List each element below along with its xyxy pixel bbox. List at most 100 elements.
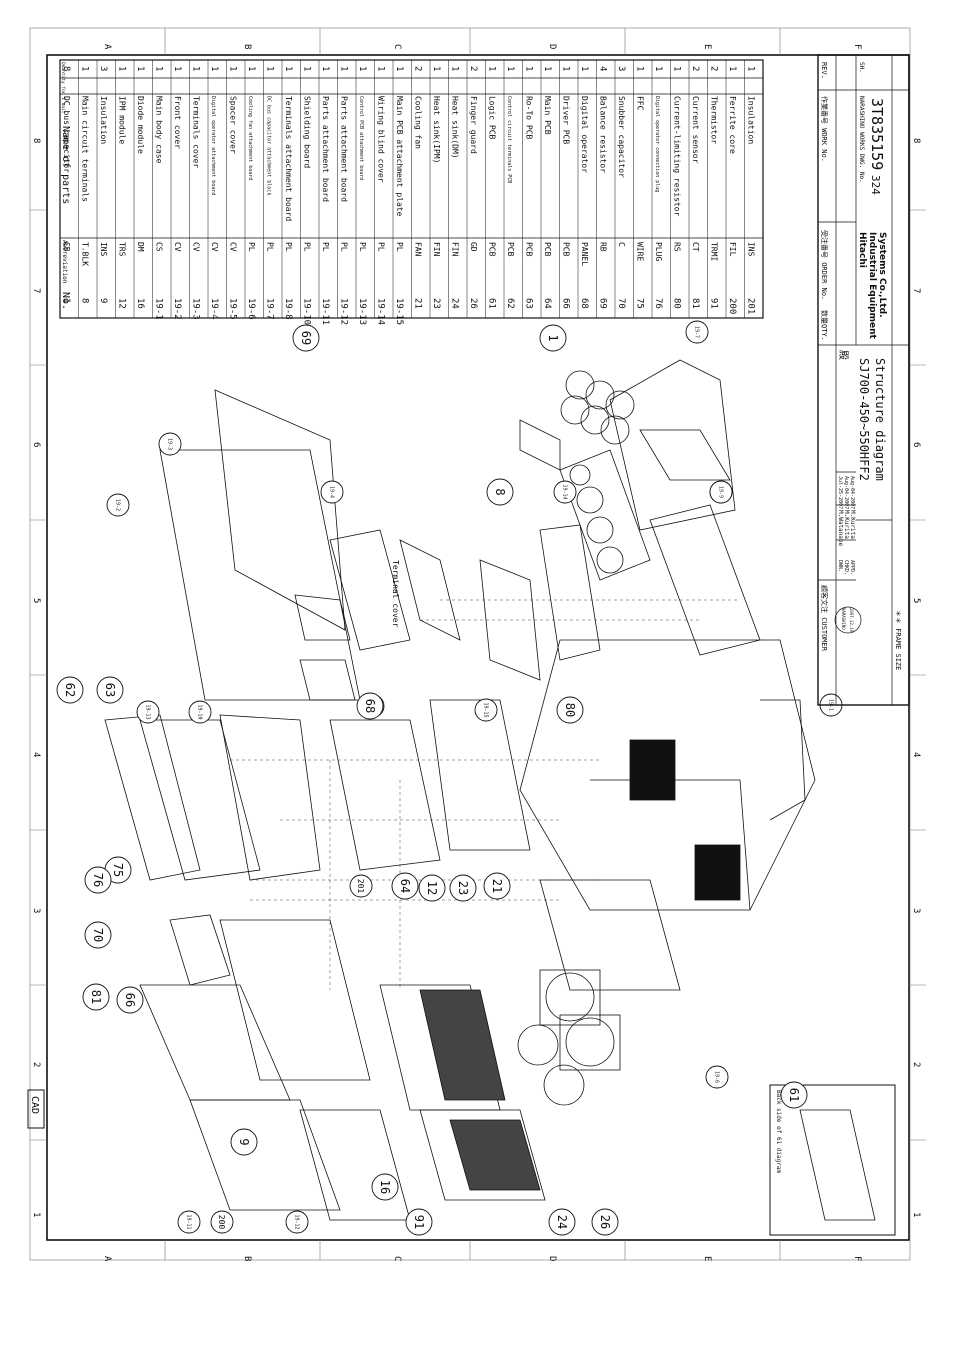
callout-label: 61 (787, 1088, 801, 1102)
parts-cell-name: Logic PCB (488, 96, 497, 140)
callout-70: 70 (84, 921, 112, 949)
header-qty: Quantity for 1 unit (60, 62, 66, 114)
appd-date: Aug-04-2007 (849, 476, 855, 509)
order-label: 受注番号 ORDER No. (820, 230, 829, 300)
parts-cell-name: Main circuit terminals (81, 96, 90, 202)
parts-cell-no: 19-2 (172, 298, 182, 320)
parts-cell-name: Snubber capacitor (617, 96, 626, 178)
parts-cell-qty: 1 (302, 66, 312, 71)
callout-16: 16 (371, 1173, 399, 1201)
parts-cell-qty: 1 (154, 66, 164, 71)
parts-cell-abbr: PL (247, 242, 256, 252)
callout-19-9: 19-9 (709, 480, 733, 504)
parts-header: No. Abbreviation Name of parts Quantity … (60, 62, 71, 310)
header-abbr: Abbreviation (61, 240, 68, 284)
callout-label: 12 (425, 881, 439, 895)
zone-number-left: 6 (31, 442, 41, 447)
parts-cell-no: 1 (61, 298, 71, 303)
parts-cell-qty: 3 (98, 66, 108, 71)
parts-cell-name: FFC (636, 96, 645, 111)
parts-cell-name: Wiring blind cover (377, 96, 386, 183)
callout-label: 76 (91, 873, 105, 887)
parts-cell-no: 19-1 (154, 298, 164, 320)
parts-cell-qty: 1 (394, 66, 404, 71)
callout-label: 19-9 (717, 486, 723, 498)
callout-label: 23 (456, 881, 470, 895)
callout-19-3: 19-3 (158, 432, 182, 456)
parts-cell-qty: 1 (228, 66, 238, 71)
callout-label: 201 (356, 879, 365, 894)
parts-cell-no: 21 (413, 298, 423, 309)
parts-cell-name: Terminals attachment board (284, 96, 293, 221)
parts-cell-abbr: FIL (728, 242, 737, 257)
callout-200: 200 (210, 1210, 234, 1234)
parts-cell-no: 19-13 (357, 298, 367, 325)
zone-number-right: 2 (911, 1062, 921, 1067)
parts-cell-abbr: PCB (562, 242, 571, 257)
zone-markers: A B C D E F A B C D E F 1 2 3 4 5 6 7 8 … (30, 28, 926, 1262)
callout-label: 81 (89, 990, 103, 1004)
callout-label: 80 (563, 703, 577, 717)
frame-size-label: ＊＊ FRAME SIZE (894, 610, 902, 670)
svg-text:2007.12.19: 2007.12.19 (849, 608, 854, 633)
parts-cell-abbr: CV (173, 242, 182, 252)
parts-cell-no: 201 (746, 298, 756, 314)
parts-cell-name: Current-limiting resistor (673, 96, 682, 217)
parts-cell-no: 69 (598, 298, 608, 309)
parts-cell-abbr: FIN (432, 242, 441, 257)
parts-cell-qty: 1 (487, 66, 497, 71)
zone-number-left: 2 (31, 1062, 41, 1067)
company-name: Industrial Equipment (867, 232, 877, 339)
control-pcb-stack (104, 714, 321, 881)
zone-number-right: 6 (911, 442, 921, 447)
parts-cell-qty: 1 (357, 66, 367, 71)
parts-cell-abbr: PLUG (654, 242, 663, 261)
parts-cell-abbr: PL (321, 242, 330, 252)
callout-label: 66 (123, 993, 137, 1007)
callout-19-2: 19-2 (106, 493, 130, 517)
zone-number-left: 4 (31, 752, 41, 757)
chkd-name: M.Kurita (843, 510, 850, 539)
zone-letter-top: A (102, 44, 112, 50)
parts-cell-qty: 3 (616, 66, 626, 71)
zone-number-left: 3 (31, 908, 41, 913)
parts-cell-no: 81 (690, 298, 700, 309)
parts-cell-name: DC bus capacitor (62, 96, 71, 173)
zone-letter-bottom: D (547, 1256, 557, 1261)
callout-64: 64 (391, 872, 419, 900)
drawing-number: 3T835159 (868, 98, 886, 170)
heatsink-dm (419, 1109, 546, 1201)
zone-letter-top: B (242, 44, 252, 49)
approval-stamp: NARASHINO 2007.12.19 (834, 606, 862, 634)
back-side-label: Back side of 61 diagram (775, 1090, 782, 1173)
parts-cell-no: 66 (561, 298, 571, 309)
callout-balloons: 189121619-119-219-319-419-519-619-719-81… (56, 320, 843, 1236)
callout-label: 16 (378, 1180, 392, 1194)
parts-cell-no: 8 (80, 298, 90, 303)
parts-cell-qty: 1 (524, 66, 534, 71)
zone-number-left: 5 (31, 598, 41, 603)
parts-cell-no: 19-10 (302, 298, 312, 325)
parts-cell-no: 19-4 (209, 298, 219, 320)
zone-number-right: 5 (911, 598, 921, 603)
zone-number-right: 4 (911, 752, 921, 757)
callout-8: 8 (486, 478, 514, 506)
parts-cell-name: Control PCB attachment board (358, 96, 364, 180)
parts-cell-no: 75 (635, 298, 645, 309)
zone-number-right: 7 (911, 288, 921, 293)
zone-letter-top: E (702, 44, 712, 49)
callout-19-14: 19-14 (553, 480, 577, 504)
parts-cell-name: Insulation (747, 96, 756, 144)
callout-19-15: 19-15 (474, 698, 498, 722)
parts-cell-qty: 1 (727, 66, 737, 71)
callout-66: 66 (116, 986, 144, 1014)
parts-cell-qty: 1 (191, 66, 201, 71)
parts-cell-abbr: FAN (414, 242, 423, 257)
callout-label: 19-13 (144, 705, 150, 720)
zone-letter-top: F (852, 44, 862, 49)
parts-cell-qty: 2 (690, 66, 700, 71)
callout-label: 62 (63, 683, 77, 697)
parts-cell-qty: 1 (320, 66, 330, 71)
callout-1: 1 (539, 324, 567, 352)
